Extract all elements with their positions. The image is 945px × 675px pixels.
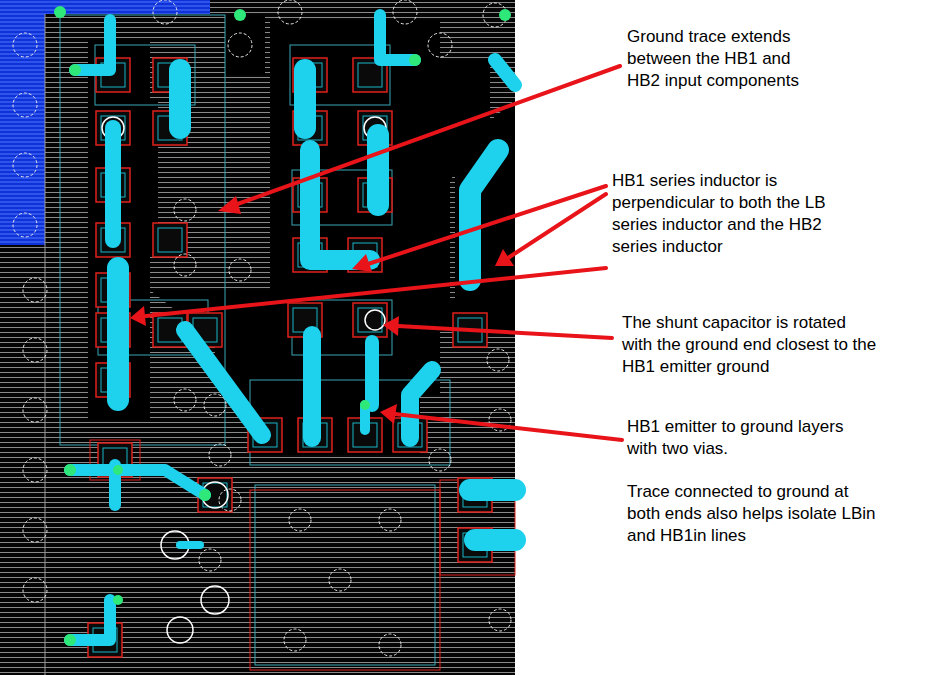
callout-text: HB1 series inductor is perpendicular to …	[612, 170, 840, 258]
callout-text: The shunt capacitor is rotated with the …	[622, 312, 877, 378]
callout-text: Trace connected to ground at both ends a…	[627, 481, 877, 547]
callout-text: Ground trace extends between the HB1 and…	[627, 26, 822, 92]
callout-text: HB1 emitter to ground layers with two vi…	[627, 416, 877, 460]
